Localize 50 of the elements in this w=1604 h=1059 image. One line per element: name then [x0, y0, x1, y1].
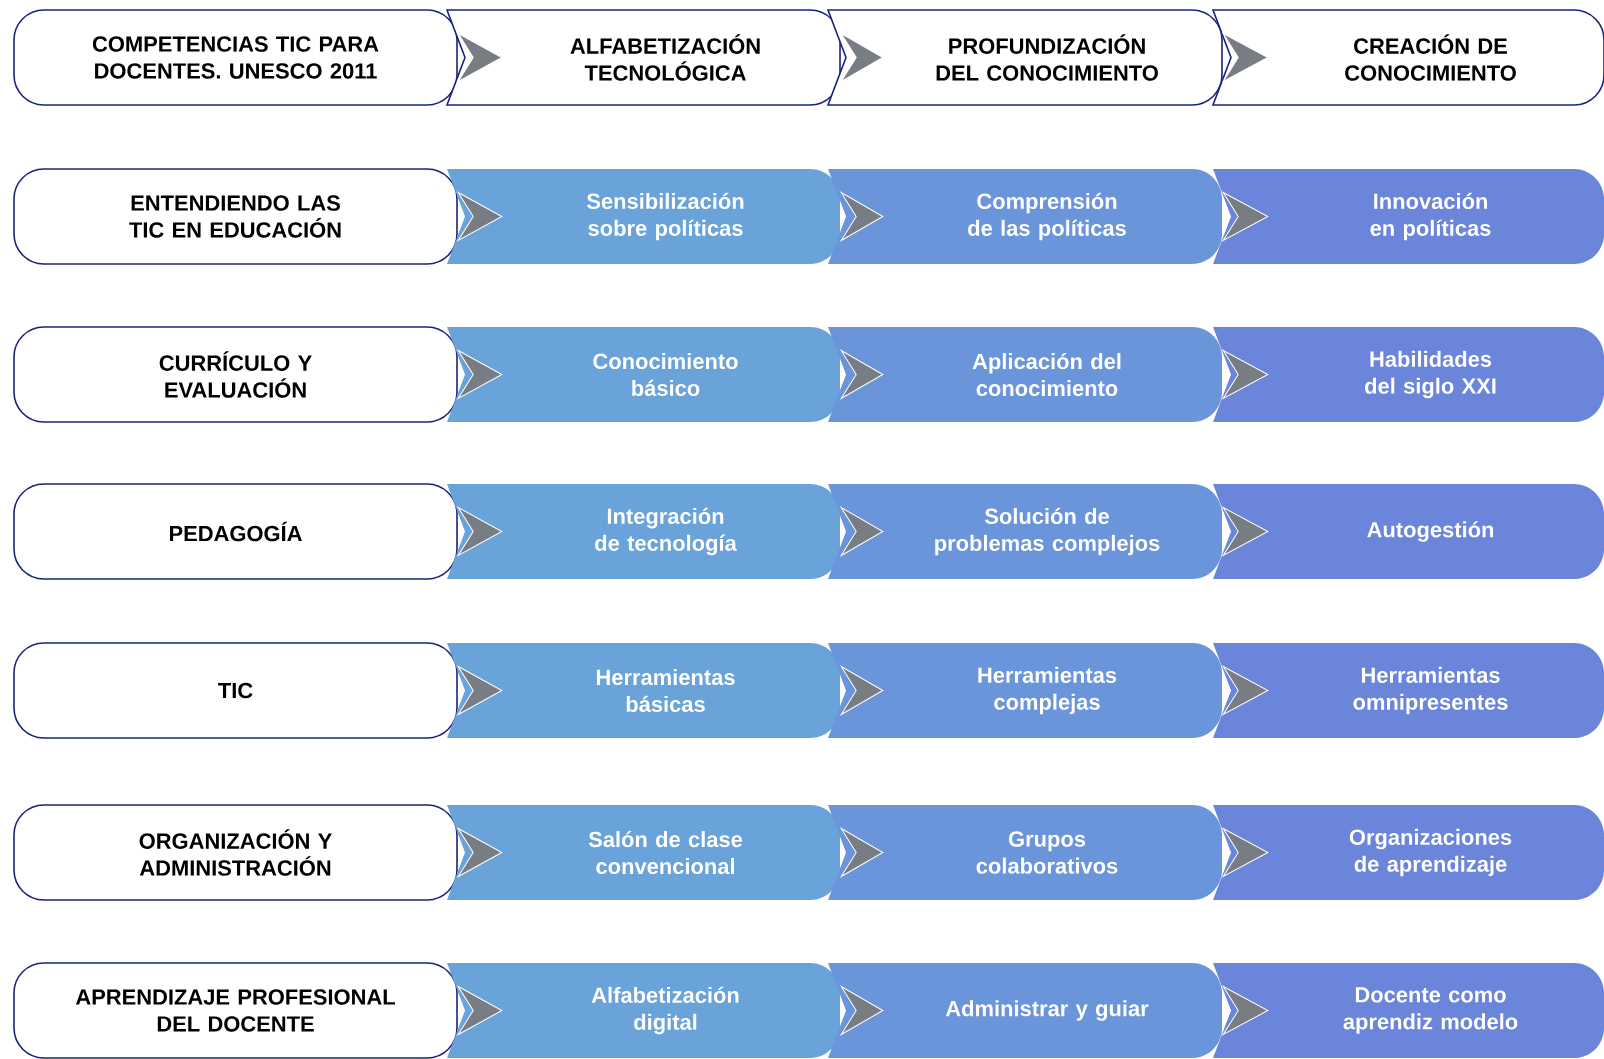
category-box: CURRÍCULO Y EVALUACIÓN: [13, 326, 458, 423]
level-box: Administrar y guiar: [828, 963, 1222, 1058]
chevron-arrow: [1222, 350, 1269, 399]
level-box: Aplicación del conocimiento: [828, 327, 1222, 422]
chevron-arrow: [1222, 986, 1269, 1035]
level-box: Comprensión de las políticas: [828, 169, 1222, 264]
chevron-arrow: [1222, 828, 1269, 877]
level-box: Herramientas omnipresentes: [1213, 643, 1604, 738]
chevron-arrow: [1222, 666, 1269, 715]
level-box: Grupos colaborativos: [828, 805, 1222, 900]
category-box: ENTENDIENDO LAS TIC EN EDUCACIÓN: [13, 168, 458, 265]
category-box: PEDAGOGÍA: [13, 483, 458, 580]
chevron-arrow: [457, 350, 503, 399]
level-box: Organizaciones de aprendizaje: [1213, 805, 1604, 900]
chevron-arrow: [840, 350, 884, 399]
level-box: Sensibilización sobre políticas: [447, 169, 840, 264]
chevron-arrow: [1222, 33, 1269, 82]
chevron-arrow: [457, 192, 503, 241]
heading-box: PROFUNDIZACIÓN DEL CONOCIMIENTO: [827, 9, 1223, 106]
chevron-arrow: [457, 666, 503, 715]
heading-box: ALFABETIZACIÓN TECNOLÓGICA: [446, 9, 841, 106]
level-box: Alfabetización digital: [447, 963, 840, 1058]
category-box: ORGANIZACIÓN Y ADMINISTRACIÓN: [13, 804, 458, 901]
node-label: CREACIÓN DE CONOCIMIENTO: [1345, 34, 1516, 81]
chevron-arrow: [840, 33, 884, 82]
chevron-arrow: [840, 192, 884, 241]
level-box: Docente como aprendiz modelo: [1213, 963, 1604, 1058]
chevron-arrow: [840, 666, 884, 715]
chevron-arrow: [1222, 192, 1269, 241]
level-box: Salón de clase convencional: [447, 805, 840, 900]
chevron-arrow: [457, 33, 503, 82]
heading-box: CREACIÓN DE CONOCIMIENTO: [1212, 9, 1604, 106]
chevron-arrow: [457, 828, 503, 877]
category-box: COMPETENCIAS TIC PARA DOCENTES. UNESCO 2011: [13, 9, 458, 106]
level-box: Integración de tecnología: [447, 484, 840, 579]
chevron-arrow: [840, 828, 884, 877]
chevron-arrow: [1222, 507, 1269, 556]
category-box: TIC: [13, 642, 458, 739]
level-box: Habilidades del siglo XXI: [1213, 327, 1604, 422]
level-box: Innovación en políticas: [1213, 169, 1604, 264]
chevron-arrow: [840, 507, 884, 556]
level-box: Herramientas complejas: [828, 643, 1222, 738]
chevron-arrow: [457, 507, 503, 556]
level-box: Herramientas básicas: [447, 643, 840, 738]
level-box: Conocimiento básico: [447, 327, 840, 422]
level-box: Solución de problemas complejos: [828, 484, 1222, 579]
chevron-arrow: [457, 986, 503, 1035]
category-box: APRENDIZAJE PROFESIONAL DEL DOCENTE: [13, 962, 458, 1059]
level-box: Autogestión: [1213, 484, 1604, 579]
chevron-arrow: [840, 986, 884, 1035]
